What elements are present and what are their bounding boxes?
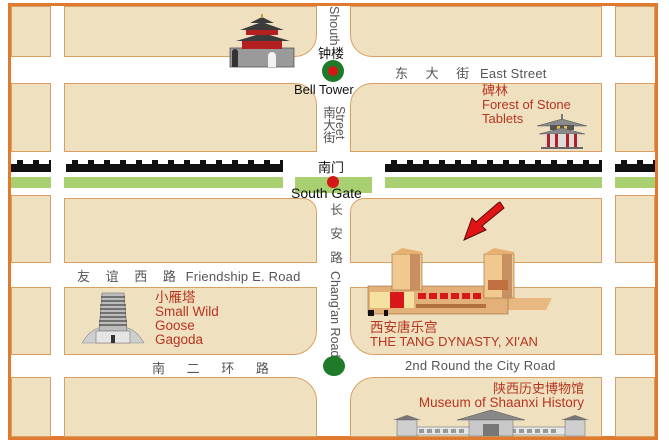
small-wild-goose-cn: 小雁塔 [155, 290, 196, 305]
changan-road-en: Chang'an Road [328, 270, 342, 358]
east-street-label: 东 大 街 East Street [395, 63, 547, 82]
east-street-en: East Street [480, 66, 547, 81]
block [11, 6, 51, 57]
museum-building-icon[interactable] [393, 409, 589, 438]
south-street-en-label: Street [333, 106, 347, 140]
second-ring-road-cn-label: 南 二 环 路 [152, 361, 278, 376]
theater-building-icon[interactable] [367, 248, 552, 320]
south-gate-cn-label: 南门 [318, 160, 345, 175]
bell-tower-en-label: Bell Tower [294, 82, 354, 97]
bell-tower-marker-center [328, 66, 338, 76]
block [11, 377, 51, 437]
block [64, 198, 317, 263]
pagoda-icon [81, 292, 145, 344]
friendship-road-en: Friendship E. Road [185, 269, 301, 284]
friendship-road-label: 友 谊 西 路 Friendship E. Road [77, 266, 301, 285]
moat-park [11, 177, 51, 188]
map-border [8, 3, 658, 440]
small-wild-goose-label: 小雁塔 Small Wild Goose Gagoda [155, 291, 219, 347]
small-wild-goose-en3: Gagoda [155, 332, 204, 347]
friendship-road-cn: 友 谊 西 路 [77, 269, 182, 284]
block [615, 287, 655, 355]
shaanxi-museum-label: 陕西历史博物馆 Museum of Shaanxi History [394, 382, 584, 410]
red-arrow-icon[interactable] [460, 200, 506, 242]
city-wall [615, 160, 655, 172]
small-wild-goose-en2: Goose [155, 318, 195, 333]
moat-park [615, 177, 655, 188]
bell-tower-cn-label: 钟楼 [318, 46, 345, 61]
ring-road-marker-icon[interactable] [323, 356, 345, 376]
city-wall [385, 160, 602, 172]
moat-park [64, 177, 283, 188]
second-ring-road-en-label: 2nd Round the City Road [405, 358, 556, 373]
tang-dynasty-en: THE TANG DYNASTY, XI'AN [370, 334, 538, 349]
shaanxi-museum-en: Museum of Shaanxi History [418, 395, 584, 410]
block [11, 83, 51, 152]
block [350, 6, 602, 57]
forest-stone-tablets-en1: Forest of Stone [482, 97, 571, 112]
changan-road-cn: 长 安 路 [328, 203, 342, 268]
tang-dynasty-label: 西安唐乐宫 THE TANG DYNASTY, XI'AN [370, 321, 538, 349]
south-street-cn: 南大街 [321, 106, 335, 144]
block [615, 83, 655, 152]
block [64, 83, 317, 152]
shaanxi-museum-cn: 陕西历史博物馆 [492, 381, 584, 396]
south-gate-en-label: South Gate [291, 185, 362, 201]
city-wall [11, 160, 51, 172]
block [11, 195, 51, 263]
block [64, 377, 317, 437]
block [615, 6, 655, 57]
small-wild-goose-en1: Small Wild [155, 304, 219, 319]
block [11, 287, 51, 355]
bell-tower-icon [229, 14, 295, 68]
south-street-label: 南大街 [319, 106, 338, 144]
forest-stone-tablets-cn: 碑林 [482, 83, 509, 98]
changan-road-label: 长 安 路 Chang'an Road [326, 203, 345, 357]
block [615, 195, 655, 263]
moat-park [385, 177, 602, 188]
east-street-cn: 东 大 街 [395, 66, 477, 81]
south-gate-marker-icon[interactable] [327, 176, 339, 188]
forest-stone-tablets-en2: Tablets [482, 111, 524, 126]
block [615, 377, 655, 437]
tang-dynasty-cn: 西安唐乐宫 [370, 320, 438, 335]
south-street-top-label: Shouth [327, 6, 341, 46]
pavilion-icon [536, 114, 588, 149]
city-wall [66, 160, 283, 172]
forest-stone-tablets-label: 碑林 Forest of Stone Tablets [482, 84, 571, 126]
